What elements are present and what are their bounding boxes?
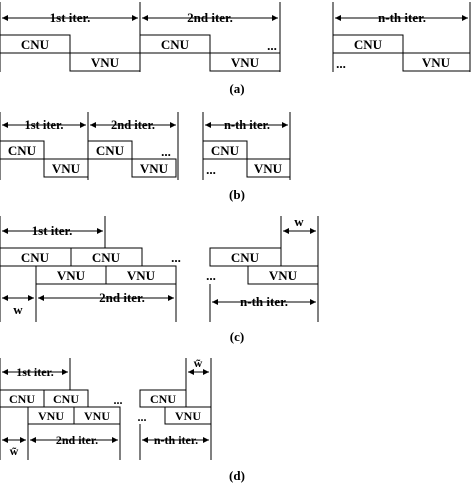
cnu-label: CNU bbox=[231, 250, 260, 265]
cnu-block bbox=[0, 34, 71, 54]
vnu-block bbox=[246, 158, 291, 178]
ellipsis: ... bbox=[206, 162, 216, 177]
vnu-block bbox=[73, 406, 121, 425]
vnu-label: VNU bbox=[84, 409, 110, 423]
cnu-label: CNU bbox=[8, 143, 37, 158]
panel-a: 1st iter. 2nd iter. n-th iter. CNU VNU C… bbox=[0, 2, 471, 96]
ellipsis: ... bbox=[206, 268, 216, 283]
ellipsis: ... bbox=[336, 56, 346, 71]
offset-label-w-tilde: w̃ bbox=[194, 356, 203, 370]
vnu-block bbox=[43, 158, 89, 178]
cnu-label: CNU bbox=[354, 37, 383, 52]
vnu-label: VNU bbox=[254, 161, 283, 176]
iteration-label-1st: 1st iter. bbox=[32, 223, 73, 238]
vnu-label: VNU bbox=[175, 409, 201, 423]
iteration-label-1st: 1st iter. bbox=[16, 365, 54, 379]
vnu-block bbox=[164, 406, 212, 425]
vnu-block bbox=[69, 52, 141, 72]
cnu-block bbox=[139, 389, 187, 408]
iteration-label-1st: 1st iter. bbox=[50, 10, 91, 25]
ellipsis: ... bbox=[267, 38, 277, 53]
iteration-label-nth: n-th iter. bbox=[224, 118, 270, 132]
ellipsis: ... bbox=[161, 144, 171, 159]
cnu-label: CNU bbox=[53, 392, 79, 406]
vnu-label: VNU bbox=[269, 268, 298, 283]
panel-b: 1st iter. 2nd iter. n-th iter. CNU VNU C… bbox=[0, 112, 291, 202]
vnu-label: VNU bbox=[57, 268, 86, 283]
iteration-label-nth: n-th iter. bbox=[154, 433, 198, 447]
cnu-block bbox=[0, 140, 45, 160]
cnu-label: CNU bbox=[21, 250, 50, 265]
panel-label-a: (a) bbox=[229, 81, 244, 96]
panel-c: 1st iter. w CNU CNU VNU VNU ... CNU VNU … bbox=[0, 214, 319, 344]
vnu-label: VNU bbox=[38, 409, 64, 423]
iteration-label-1st: 1st iter. bbox=[24, 118, 63, 132]
panel-label-b: (b) bbox=[229, 187, 245, 202]
vnu-label: VNU bbox=[52, 161, 81, 176]
panel-label-d: (d) bbox=[229, 468, 245, 483]
cnu-label: CNU bbox=[21, 37, 50, 52]
cnu-block bbox=[202, 140, 248, 160]
panel-label-c: (c) bbox=[230, 329, 244, 344]
cnu-block bbox=[87, 140, 133, 160]
iteration-label-2nd: 2nd iter. bbox=[56, 433, 98, 447]
cnu-block bbox=[332, 34, 404, 54]
cnu-block bbox=[139, 34, 211, 54]
offset-label-w-tilde: w̃ bbox=[10, 444, 19, 458]
iteration-label-2nd: 2nd iter. bbox=[111, 118, 155, 132]
vnu-block bbox=[247, 265, 319, 285]
cnu-label: CNU bbox=[150, 392, 176, 406]
vnu-block bbox=[402, 52, 471, 72]
cnu-label: CNU bbox=[92, 250, 121, 265]
offset-label-w: w bbox=[13, 302, 23, 317]
vnu-label: VNU bbox=[140, 161, 169, 176]
iteration-label-nth: n-th iter. bbox=[240, 294, 288, 309]
iteration-label-nth: n-th iter. bbox=[378, 10, 426, 25]
cnu-block bbox=[209, 247, 282, 267]
vnu-block bbox=[131, 158, 177, 178]
vnu-block bbox=[209, 52, 281, 72]
vnu-label: VNU bbox=[231, 55, 260, 70]
cnu-label: CNU bbox=[161, 37, 190, 52]
cnu-label: CNU bbox=[211, 143, 240, 158]
cnu-label: CNU bbox=[9, 392, 35, 406]
panel-d: 1st iter. w̃ CNU CNU VNU VNU ... CNU VNU… bbox=[0, 356, 245, 483]
offset-label-w: w bbox=[294, 214, 304, 229]
cnu-label: CNU bbox=[96, 143, 125, 158]
vnu-label: VNU bbox=[91, 55, 120, 70]
vnu-block bbox=[105, 265, 177, 285]
ellipsis: ... bbox=[171, 250, 181, 265]
iteration-label-2nd: 2nd iter. bbox=[99, 290, 145, 305]
iteration-label-2nd: 2nd iter. bbox=[187, 10, 233, 25]
vnu-label: VNU bbox=[127, 268, 156, 283]
vnu-label: VNU bbox=[422, 55, 451, 70]
ellipsis: ... bbox=[114, 393, 123, 407]
ellipsis: ... bbox=[138, 410, 147, 424]
